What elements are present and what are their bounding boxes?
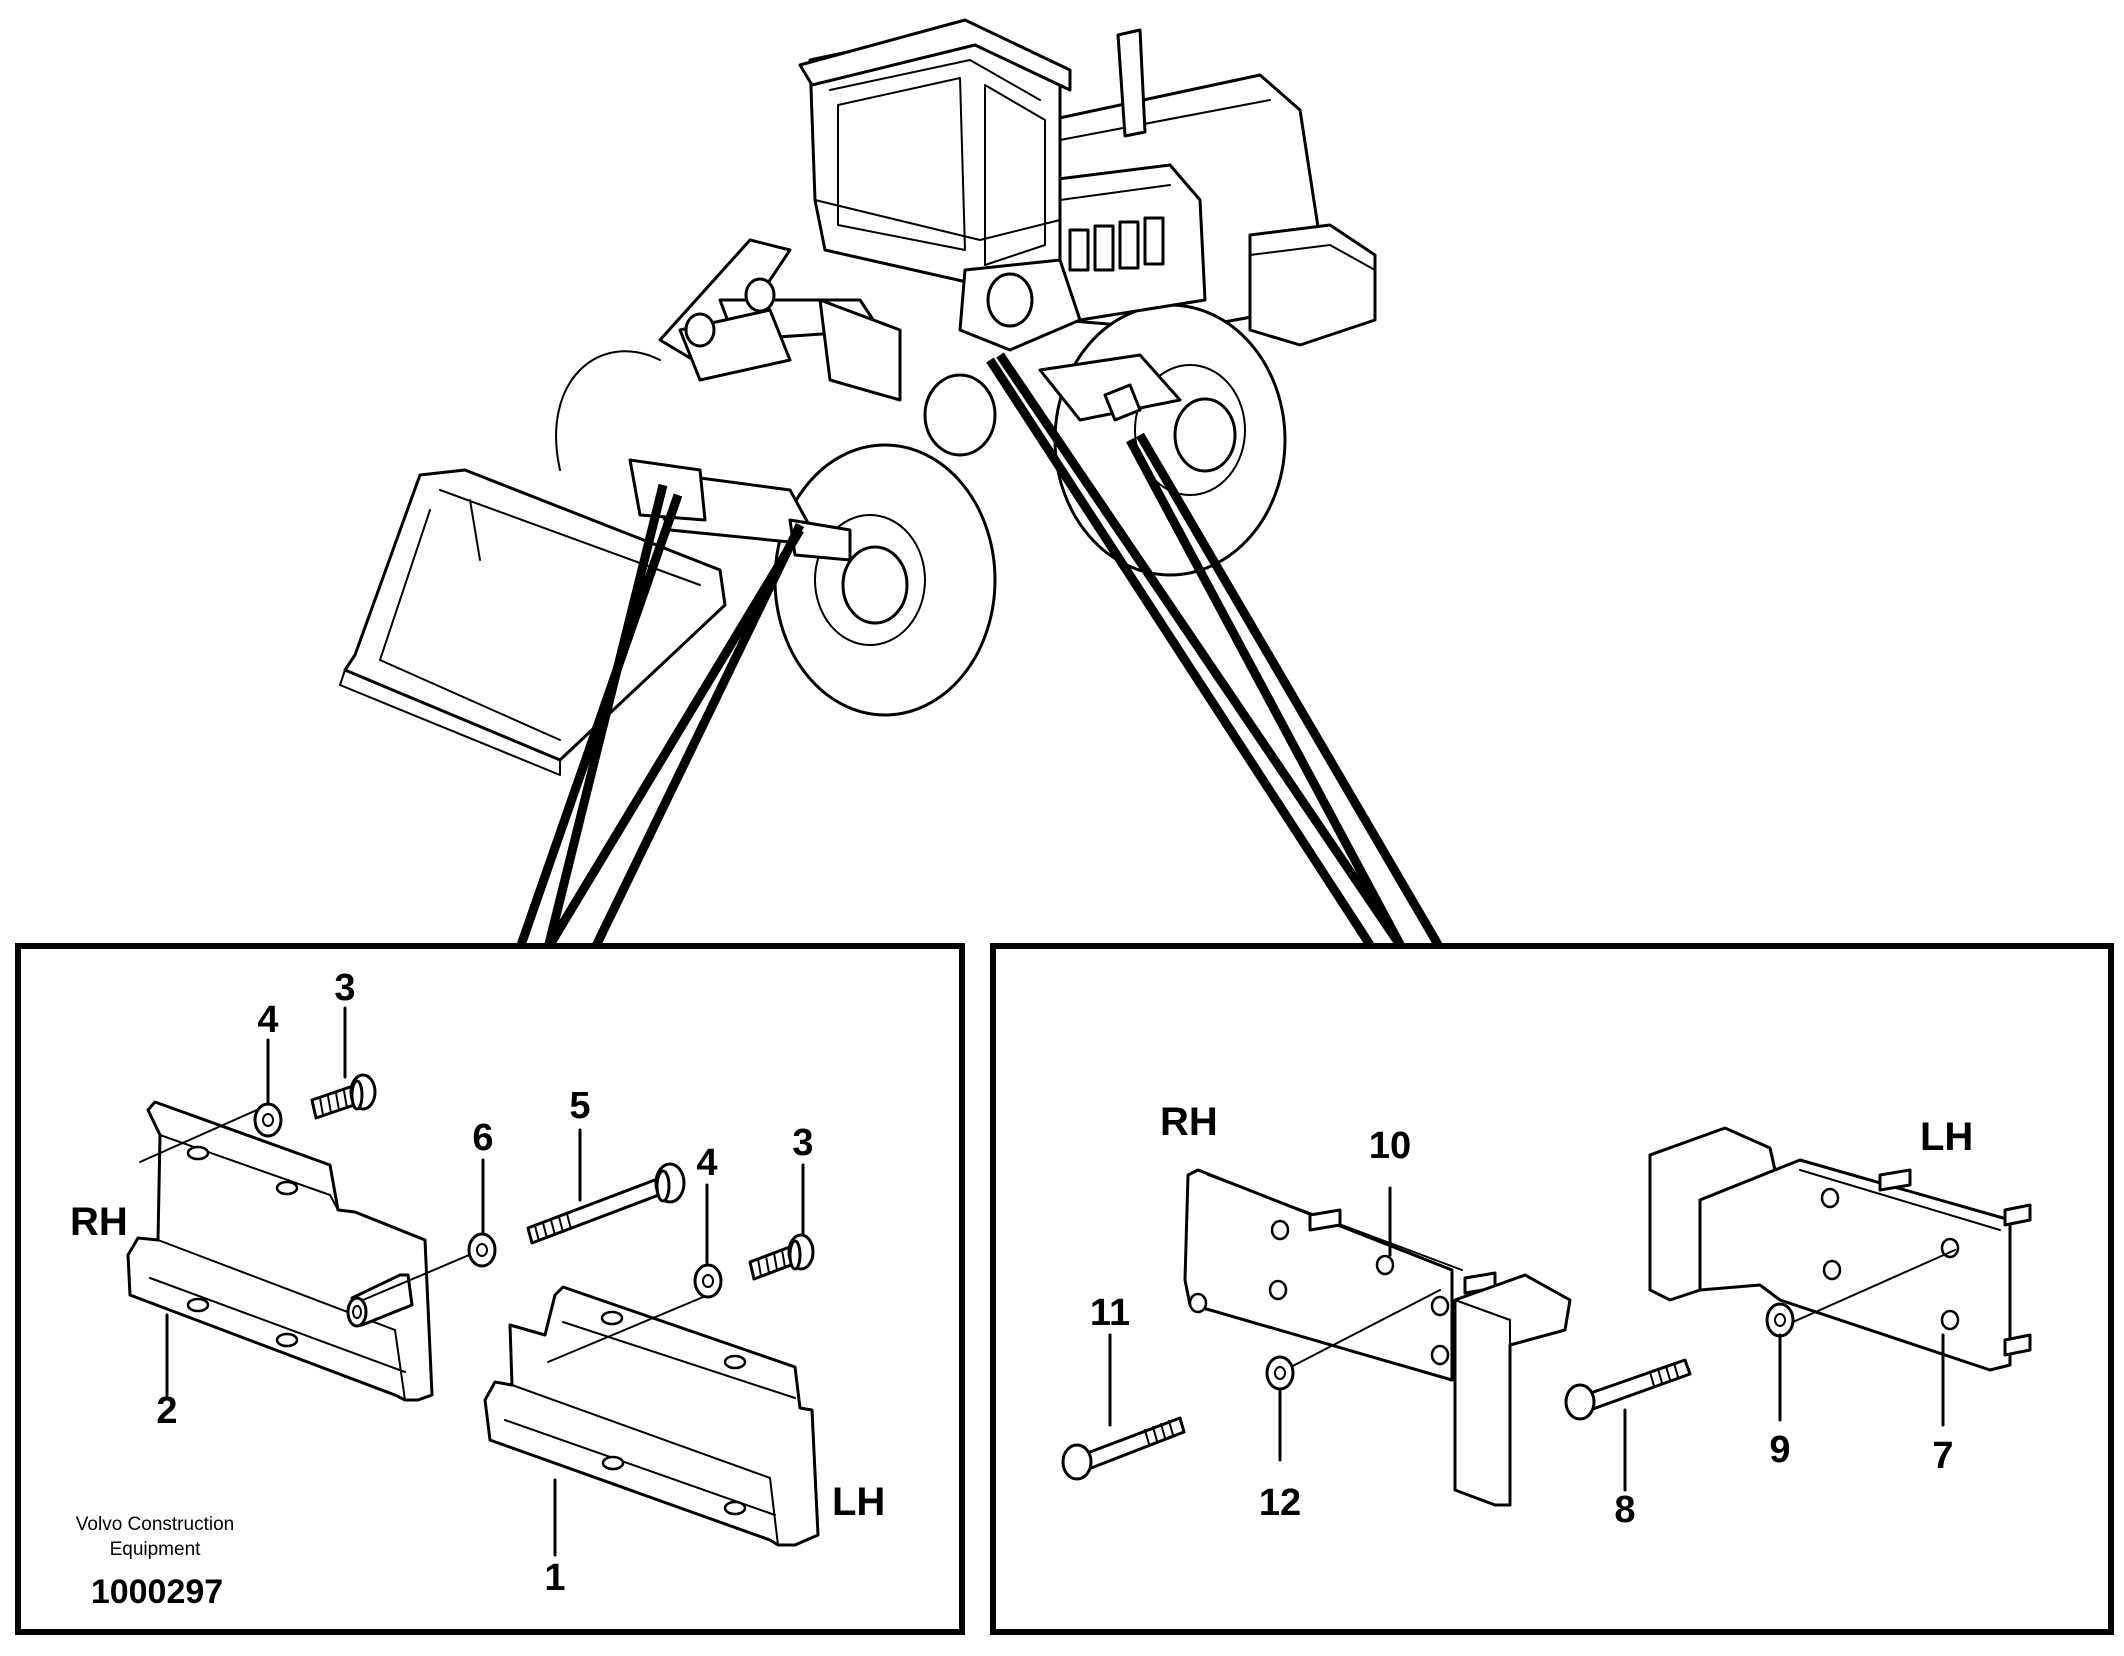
bracket-lh-rear (1648, 1126, 2032, 1372)
credit-line-2: Equipment (110, 1539, 202, 1560)
label-part-12: 12 (1259, 1482, 1301, 1524)
label-part-7: 7 (1932, 1435, 1953, 1477)
label-part-10: 10 (1369, 1125, 1411, 1167)
label-part-5: 5 (569, 1085, 590, 1127)
document-number: 1000297 (91, 1573, 223, 1611)
bucket (339, 468, 727, 776)
label-part-6: 6 (472, 1117, 493, 1159)
wheel-loader-illustration (339, 18, 1377, 776)
label-rh-right: RH (1160, 1100, 1218, 1144)
callout-lines (515, 352, 1444, 951)
credit-line-1: Volvo Construction (76, 1514, 234, 1535)
front-wheel (773, 443, 997, 717)
front-axle-detail-panel (15, 943, 965, 1635)
lift-arms (658, 238, 902, 402)
label-part-1: 1 (544, 1557, 565, 1599)
label-part-3-right: 3 (792, 1122, 813, 1164)
rear-axle-detail-panel (990, 943, 2114, 1635)
label-rh-left: RH (70, 1200, 128, 1244)
label-lh-right: LH (1920, 1115, 1973, 1159)
label-part-2: 2 (156, 1390, 177, 1432)
label-part-4-top: 4 (257, 999, 278, 1041)
label-lh-left: LH (832, 1480, 885, 1524)
cab (798, 18, 1072, 287)
rear-wheel (1053, 303, 1287, 577)
engine-block (1038, 163, 1207, 322)
label-part-3-top: 3 (334, 967, 355, 1009)
label-part-8: 8 (1614, 1489, 1635, 1531)
bracket-rh (126, 1100, 434, 1402)
bracket-lh (483, 1285, 820, 1547)
label-part-9: 9 (1769, 1429, 1790, 1471)
bracket-rh-rear (1183, 1168, 1572, 1507)
label-part-4-right: 4 (696, 1142, 717, 1184)
label-part-11: 11 (1090, 1292, 1130, 1334)
